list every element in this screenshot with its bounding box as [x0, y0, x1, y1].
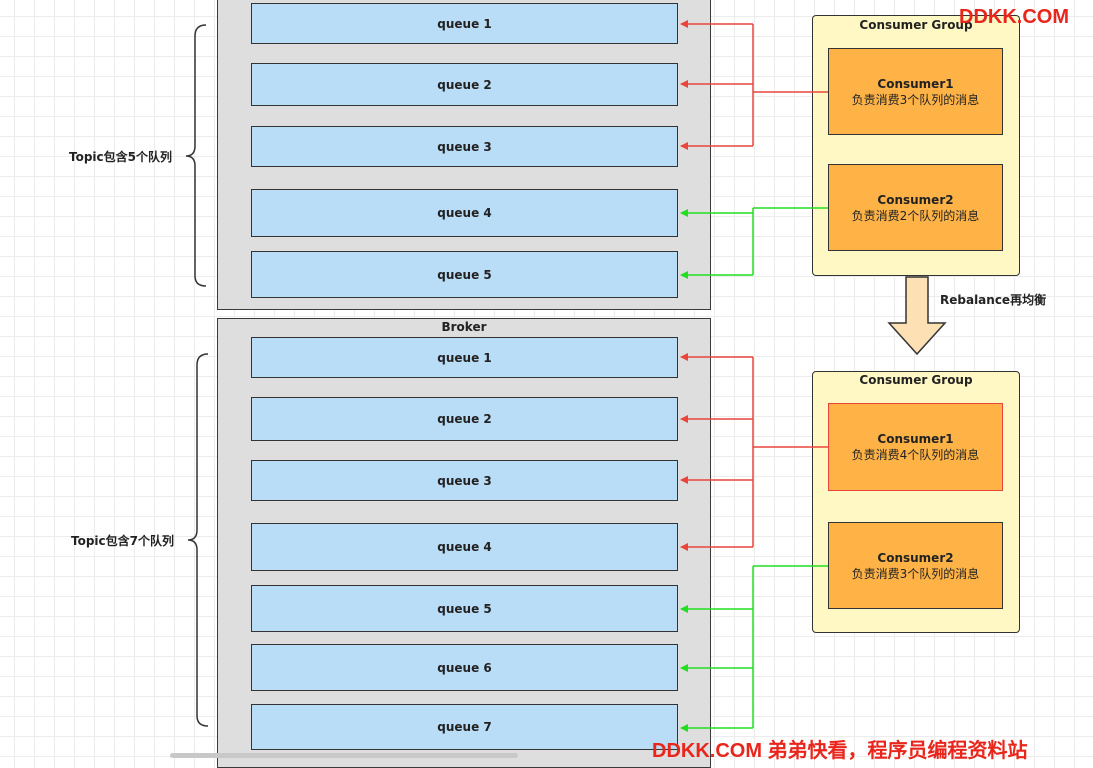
- bottom-consumer2: Consumer2 负责消费3个队列的消息: [828, 522, 1003, 609]
- top-consumer-group-title: Consumer Group: [859, 18, 973, 32]
- bottom-consumer2-desc: 负责消费3个队列的消息: [851, 566, 980, 581]
- top-queue-1: queue 1: [251, 3, 678, 44]
- horizontal-scrollbar[interactable]: [170, 753, 518, 758]
- bottom-queue-3: queue 3: [251, 460, 678, 501]
- bottom-consumer1-name: Consumer1: [877, 432, 954, 446]
- top-consumer2-links: [680, 207, 828, 279]
- bottom-queue-6: queue 6: [251, 644, 678, 691]
- bottom-broker-title: Broker: [441, 320, 487, 334]
- bottom-consumer-group-title: Consumer Group: [859, 373, 973, 387]
- bottom-queue-1: queue 1: [251, 337, 678, 378]
- bottom-topic-label: Topic包含7个队列: [71, 534, 175, 548]
- bottom-topic-brace: [187, 353, 209, 727]
- top-consumer1-links: [680, 20, 828, 150]
- bottom-queue-5: queue 5: [251, 585, 678, 632]
- bottom-queue-7: queue 7: [251, 704, 678, 750]
- top-topic-label: Topic包含5个队列: [69, 150, 173, 164]
- top-consumer1-desc: 负责消费3个队列的消息: [851, 92, 980, 107]
- top-queue-5: queue 5: [251, 251, 678, 298]
- bottom-queue-2: queue 2: [251, 397, 678, 441]
- top-topic-brace: [185, 24, 207, 287]
- bottom-consumer1-desc: 负责消费4个队列的消息: [851, 448, 980, 462]
- bottom-queue-4: queue 4: [251, 523, 678, 571]
- top-queue-2: queue 2: [251, 63, 678, 106]
- bottom-consumer2-name: Consumer2: [877, 550, 954, 565]
- top-consumer1: Consumer1 负责消费3个队列的消息: [828, 48, 1003, 135]
- top-consumer1-name: Consumer1: [877, 76, 954, 91]
- top-queue-3: queue 3: [251, 126, 678, 167]
- rebalance-arrow: [887, 276, 947, 356]
- bottom-consumer1-links: [680, 353, 828, 551]
- top-consumer2-desc: 负责消费2个队列的消息: [851, 208, 980, 223]
- top-consumer2: Consumer2 负责消费2个队列的消息: [828, 164, 1003, 251]
- bottom-consumer2-links: [680, 565, 828, 732]
- rebalance-label: Rebalance再均衡: [940, 293, 1047, 307]
- watermark-bottom: DDKK.COM 弟弟快看，程序员编程资料站: [652, 740, 1028, 762]
- top-consumer2-name: Consumer2: [877, 192, 954, 207]
- top-queue-4: queue 4: [251, 189, 678, 237]
- bottom-consumer1: Consumer1 负责消费4个队列的消息: [828, 403, 1003, 491]
- watermark-top: DDKK.COM: [959, 6, 1069, 28]
